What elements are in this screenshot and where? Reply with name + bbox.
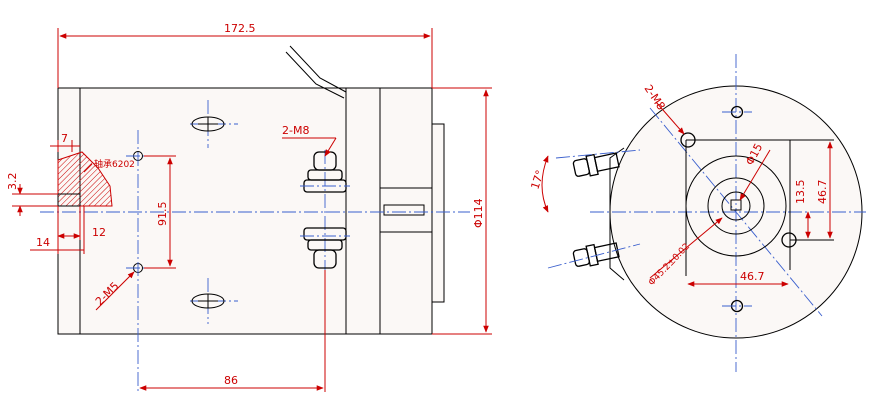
lead-wire-1 — [289, 45, 347, 93]
shaft-bore — [721, 191, 751, 221]
phillips-screw-top — [190, 100, 238, 148]
dim-mounting-height: 91.5 — [156, 202, 169, 227]
shaft-key — [383, 204, 425, 216]
shaft-keyway — [730, 199, 742, 211]
dim-offset-12: 12 — [92, 226, 106, 239]
dim-overall-length: 172.5 — [224, 22, 256, 35]
dim-horiz-spacing: 46.7 — [740, 270, 765, 283]
dim-vert-spacing: 46.7 — [816, 180, 829, 205]
end-boss — [431, 123, 445, 303]
dim-angle: 17° — [528, 168, 546, 191]
terminal-boss — [609, 147, 625, 281]
lead-wire-2 — [285, 51, 345, 99]
shaft-stub — [57, 193, 81, 207]
hub-ring — [707, 177, 765, 235]
side-view: 172.5 Φ114 91.5 86 2-M8 2-M5 轴承6202 7 — [6, 22, 492, 392]
dim-offset-7: 7 — [61, 132, 68, 145]
end-view: 17° 2-M8 Φ15 Φ45.2±0.02 46.7 46.7 13.5 — [528, 54, 866, 372]
label-bearing: 轴承6202 — [94, 158, 135, 170]
end-terminal-upper — [572, 152, 620, 177]
dim-bolt-spacing: 86 — [224, 374, 238, 387]
terminal-stud-bottom — [300, 227, 350, 269]
dim-offset-14: 14 — [36, 236, 50, 249]
dim-offset-13-5: 13.5 — [794, 180, 807, 205]
dim-shaft-3-2: 3.2 — [6, 173, 19, 191]
terminal-stud-top — [300, 151, 350, 193]
end-terminal-lower — [572, 242, 620, 267]
dim-housing-diameter: Φ114 — [472, 198, 485, 228]
phillips-screw-bottom — [190, 278, 238, 324]
end-label-thread: 2-M8 — [642, 82, 668, 112]
m5-hole-bottom — [126, 130, 150, 392]
label-top-thread: 2-M8 — [282, 124, 309, 137]
end-diag-centerline — [649, 107, 823, 317]
motor-housing — [57, 87, 433, 335]
